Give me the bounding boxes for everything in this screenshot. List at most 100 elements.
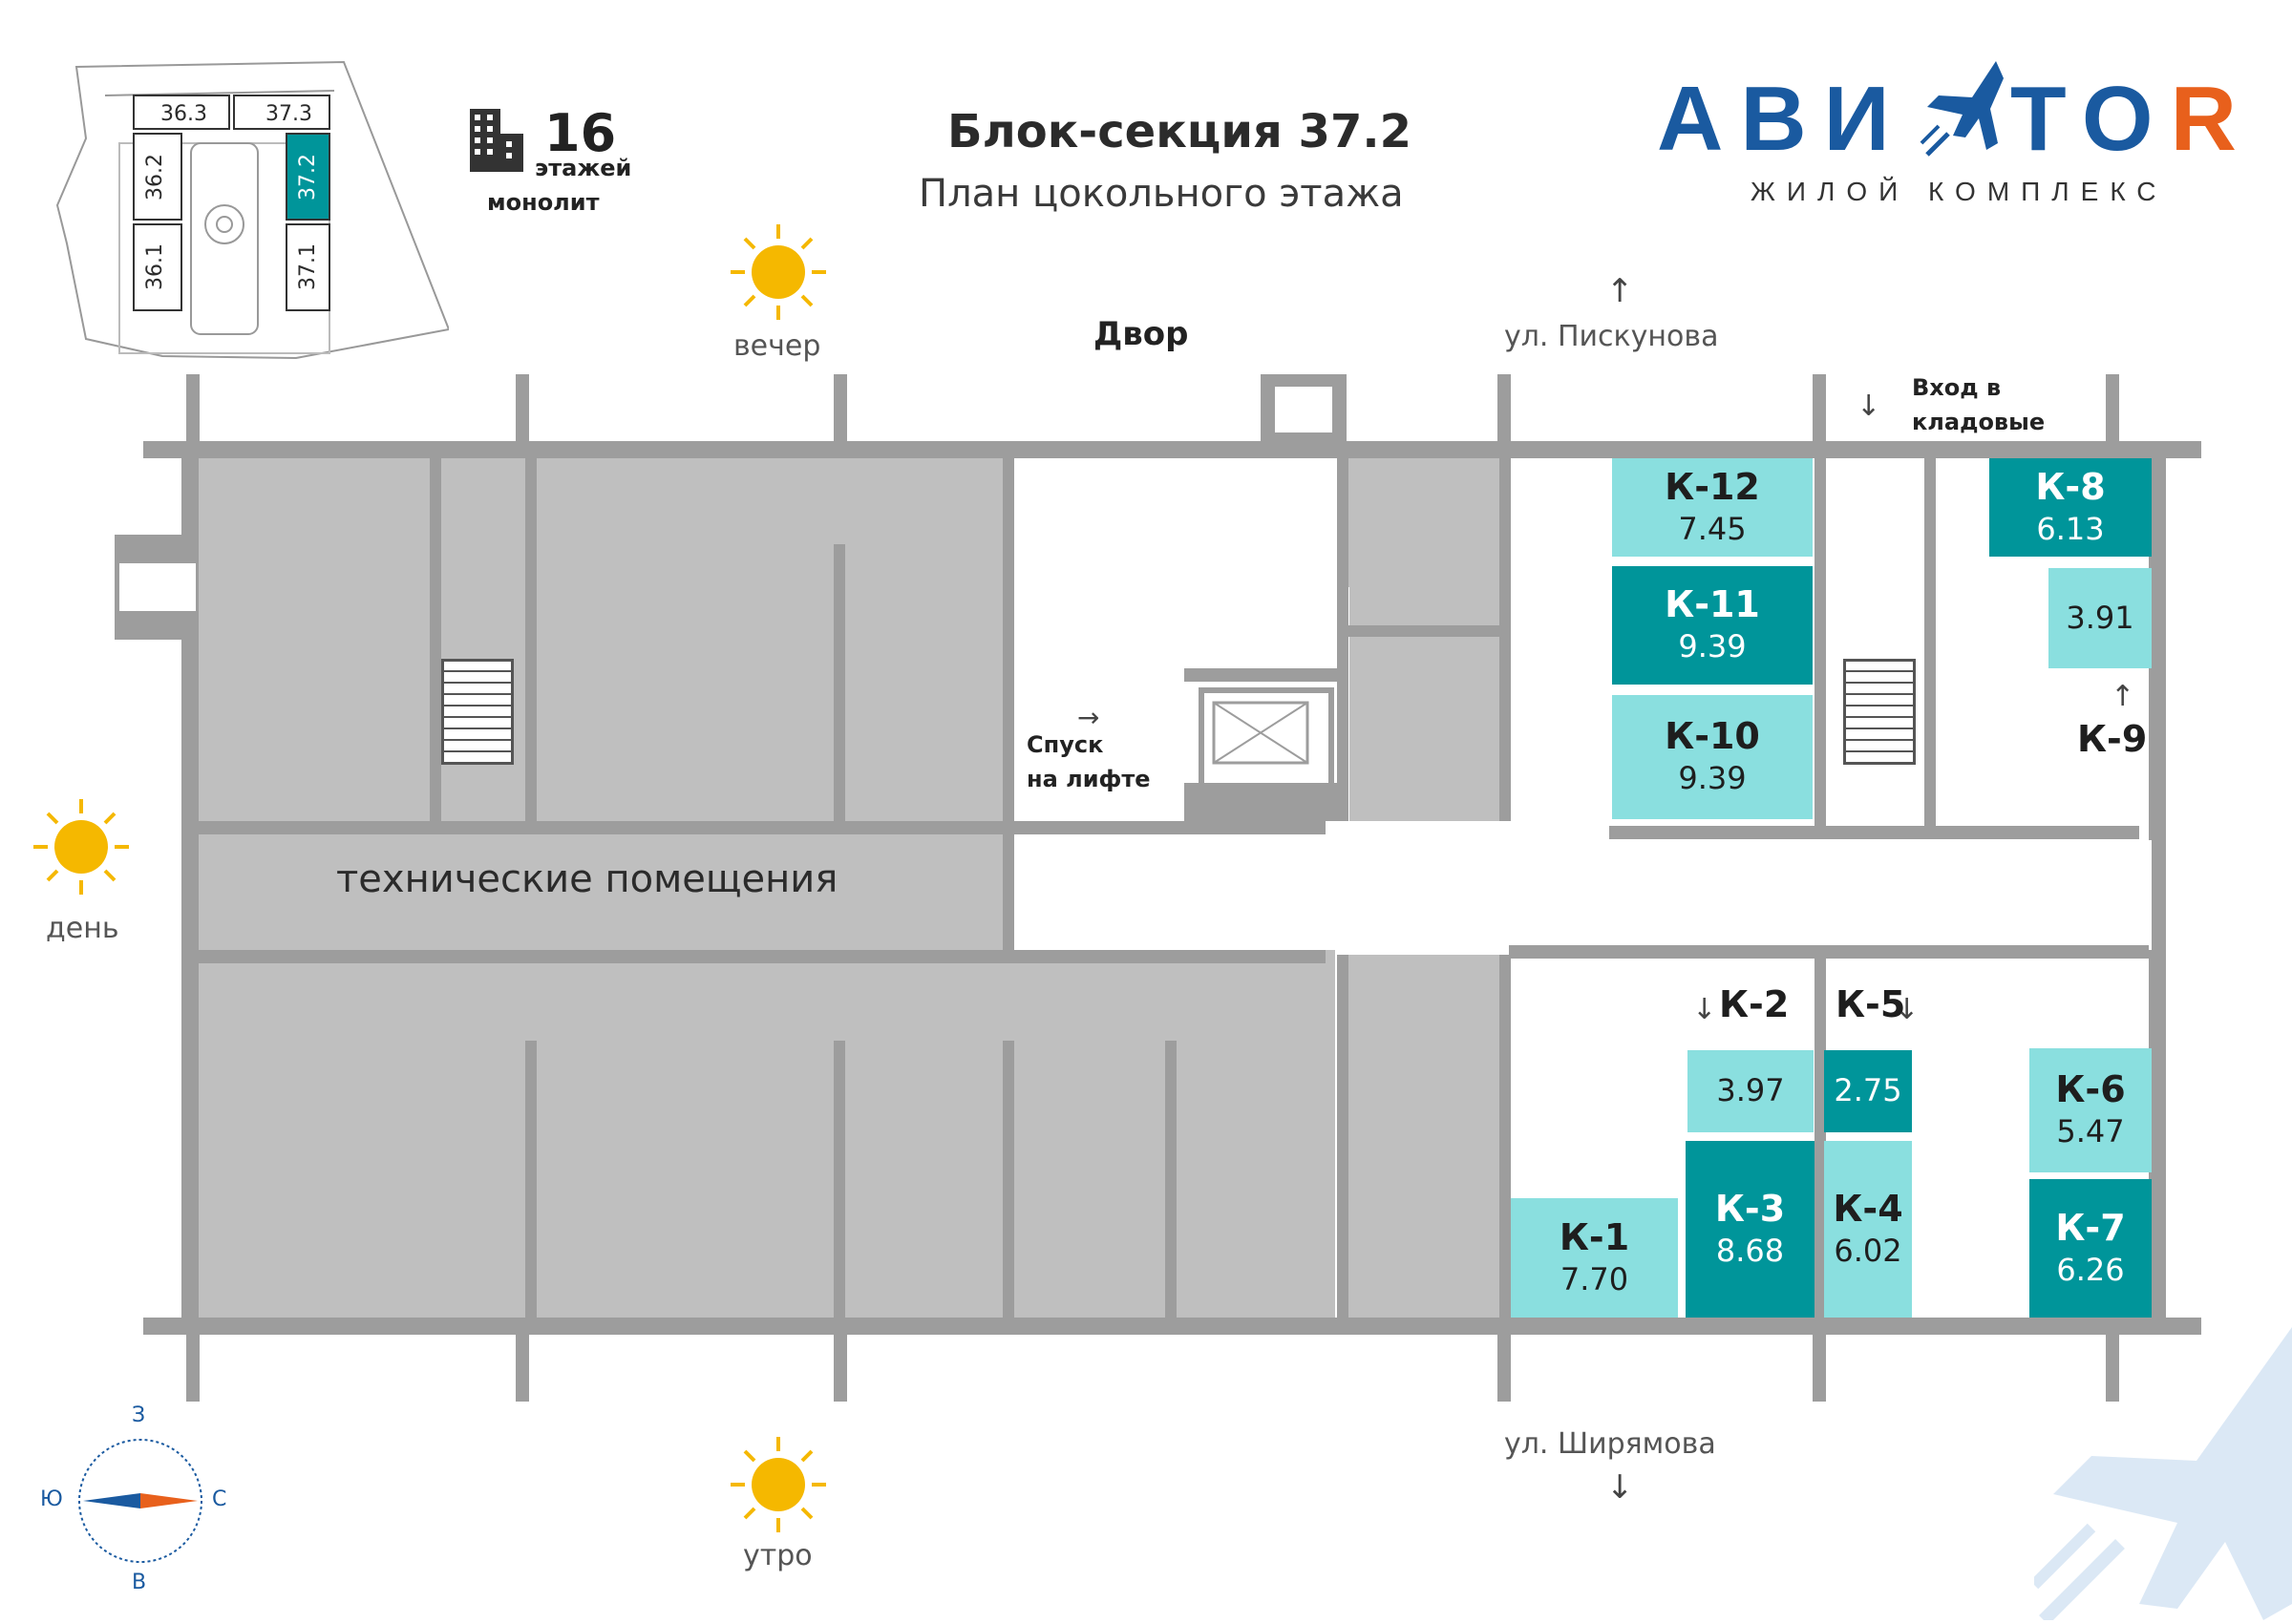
stairs-left-icon [441,659,514,765]
inner-wall [199,950,1326,963]
storeroom-area: 9.39 [1678,628,1747,664]
inner-wall [1609,826,2139,839]
outer-wall-bottom [143,1318,2201,1335]
pilaster [516,1333,529,1402]
inner-wall [199,821,1326,834]
lift-descent-label: Спуск на лифте [1027,731,1151,792]
inner-wall [1165,1041,1177,1318]
pilaster [186,374,200,443]
inner-wall [430,458,441,821]
storeroom-label: К-10 [1665,715,1760,758]
compass-top: З [132,1403,146,1427]
logo-name-left: АВИ [1657,68,1907,170]
storeroom-label: К-7 [2055,1206,2126,1249]
inner-wall [1509,945,2149,959]
pilaster [1497,1333,1511,1402]
arrow-right-icon: → [1077,702,1100,733]
pilaster [2106,374,2119,443]
pilaster [834,374,847,443]
storeroom-k5[interactable]: 2.75 [1824,1050,1912,1132]
building-type: монолит [487,189,600,216]
tech-area-mid-block [1348,458,1499,821]
floors-label: этажей [535,155,632,181]
inner-wall [525,1041,537,1318]
compass-bottom: В [132,1571,147,1594]
storeroom-label: К-12 [1665,465,1760,508]
stairs-right-icon [1843,659,1916,765]
sun-icon-morning [726,1432,831,1541]
courtyard-label: Двор [1093,315,1189,353]
storeroom-k10[interactable]: К-10 9.39 [1612,695,1813,819]
lift-shaft [1199,687,1334,790]
arrow-down-k2-icon: ↓ [1692,993,1717,1026]
arrow-up-k9-icon: ↑ [2111,680,2135,713]
storeroom-k11[interactable]: К-11 9.39 [1612,566,1813,685]
storeroom-area: 8.68 [1715,1232,1785,1269]
inner-wall [834,544,845,821]
storeroom-k7[interactable]: К-7 6.26 [2029,1179,2152,1318]
storeroom-k6[interactable]: К-6 5.47 [2029,1048,2152,1172]
storeroom-label: К-11 [1665,583,1760,626]
site-section-36-3: 36.3 [160,102,207,126]
pilaster [1497,374,1511,443]
left-annex-void [119,563,196,611]
page-subtitle: План цокольного этажа [919,172,1404,216]
compass-right: С [212,1487,227,1511]
storeroom-area: 6.26 [2056,1251,2125,1288]
compass-left: Ю [40,1487,63,1511]
tech-area-left-top [199,458,1006,821]
tech-area-left-bottom [199,821,1335,1318]
storeroom-area: 7.45 [1678,510,1747,547]
inner-wall [834,1041,845,1318]
storeroom-label: К-4 [1833,1187,1903,1230]
logo-accent-letter: R [2170,68,2254,170]
building-icon [468,107,525,178]
pilaster [834,1333,847,1402]
storeroom-k8[interactable]: К-8 6.13 [1989,458,2152,557]
storeroom-label: К-8 [2035,465,2106,508]
page-title: Блок-секция 37.2 [947,105,1411,158]
logo: АВИ TOR ЖИЛОЙ КОМПЛЕКС [1657,61,2259,220]
left-annex [115,535,201,640]
inner-wall [1003,1041,1014,1318]
courtyard-entrance-void [1275,387,1332,432]
arrow-down-k5-icon: ↓ [1895,993,1920,1026]
storeroom-area: 6.02 [1834,1232,1902,1269]
tech-rooms-label: технические помещения [336,857,838,901]
site-section-37-3: 37.3 [265,102,312,126]
storeroom-label: К-1 [1559,1215,1630,1258]
corridor [1006,840,2152,950]
storeroom-k4[interactable]: К-4 6.02 [1824,1141,1912,1318]
site-section-37-1: 37.1 [295,243,320,290]
pilaster [1813,1333,1826,1402]
inner-wall [1345,625,1502,637]
storeroom-k12[interactable]: К-12 7.45 [1612,458,1813,557]
storeroom-k9[interactable]: 3.91 [2048,568,2152,668]
site-section-37-2: 37.2 [295,154,320,200]
storeroom-area: 7.70 [1560,1260,1629,1297]
inner-wall [1924,458,1936,826]
logo-name-right: TOR [2010,68,2254,170]
evening-label: вечер [733,329,821,363]
storeroom-k2-label: К-2 [1719,983,1790,1025]
courtyard-entrance [1261,374,1347,443]
sun-icon-day [29,794,134,903]
lift-lobby [1006,587,1349,840]
storeroom-k2[interactable]: 3.97 [1687,1050,1814,1132]
site-plan: 36.3 37.3 36.2 37.2 36.1 37.1 [48,53,451,368]
floors-count: 16 [544,103,617,163]
inner-wall [1337,458,1348,821]
lift-wall [1184,783,1347,821]
storeroom-label: К-6 [2055,1068,2126,1111]
site-plan-drawing [55,60,451,360]
site-section-36-2: 36.2 [142,154,167,200]
arrow-down-entry-icon: ↓ [1857,390,1881,423]
storeroom-k3[interactable]: К-3 8.68 [1686,1141,1814,1318]
lift-wall [1184,668,1347,682]
outer-wall-top [143,441,2201,458]
storeroom-k9-label: К-9 [2077,718,2148,760]
storeroom-k1[interactable]: К-1 7.70 [1511,1198,1678,1318]
arrow-up-icon: ↑ [1606,272,1634,310]
storeroom-area: 3.97 [1716,1072,1785,1109]
street-north-label: ул. Пискунова [1504,320,1719,353]
